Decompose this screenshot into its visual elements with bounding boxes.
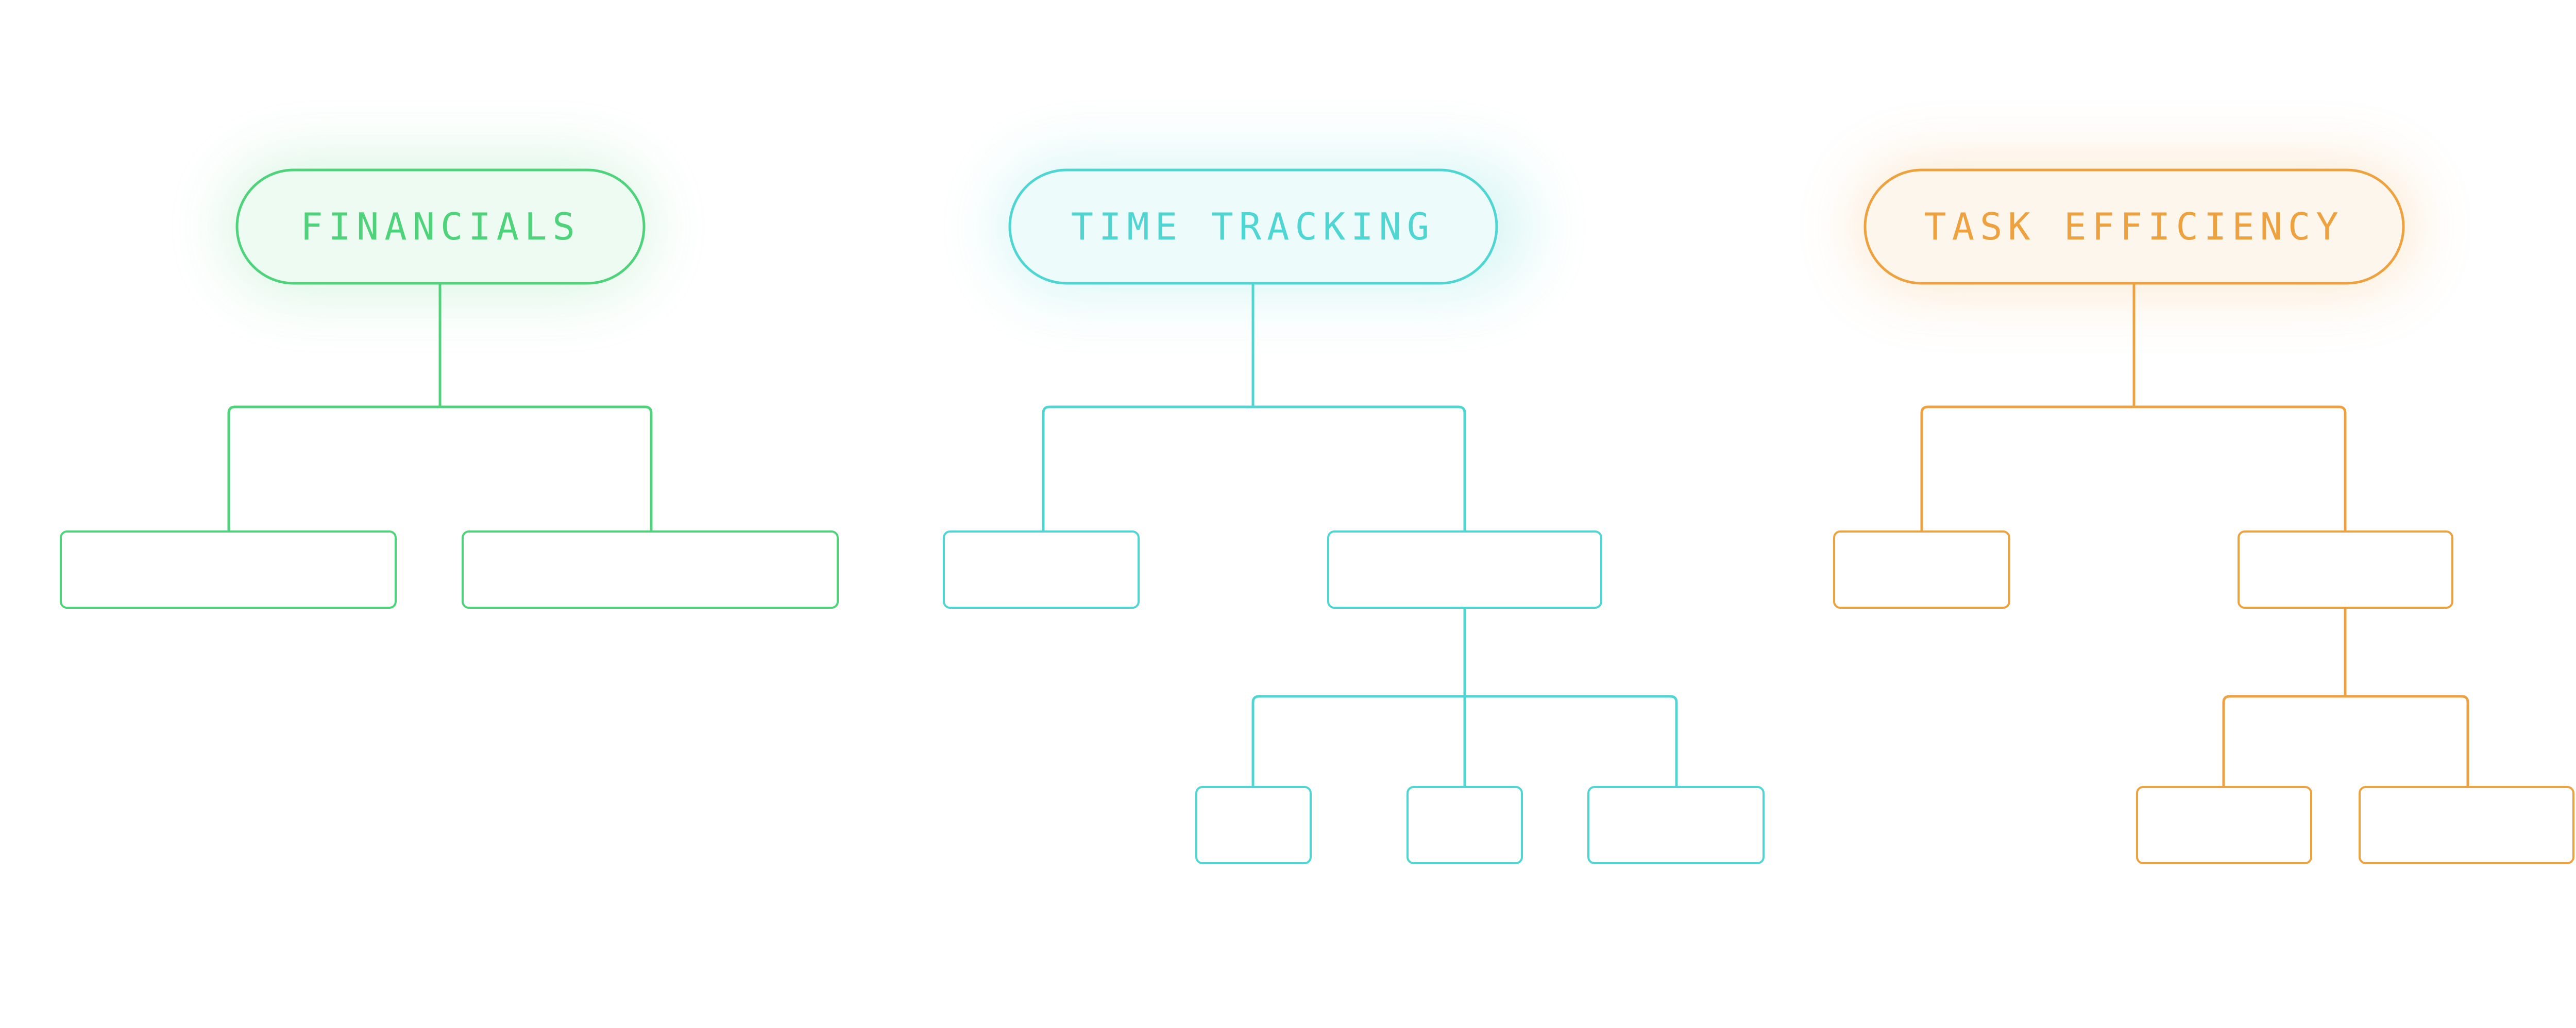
task-efficiency-child-box-2[interactable]: [2238, 530, 2453, 609]
tree-financials: FINANCIALS: [60, 160, 839, 609]
task-efficiency-grandchild-box-2[interactable]: [2359, 786, 2574, 864]
task-efficiency-child-box-1[interactable]: [1833, 530, 2010, 609]
task-efficiency-connectors: [1920, 284, 2469, 787]
task-efficiency-grandchild-box-1[interactable]: [2136, 786, 2312, 864]
financials-child-box-2[interactable]: [462, 530, 839, 609]
financials-pill[interactable]: [235, 168, 646, 285]
time-tracking-branch-line: [1042, 405, 1466, 532]
financials-title: FINANCIALS: [300, 205, 580, 248]
task-efficiency-sub-branch-line: [2222, 695, 2469, 787]
time-tracking-title: TIME TRACKING: [1071, 205, 1435, 248]
task-efficiency-title: TASK EFFICIENCY: [1924, 205, 2344, 248]
time-tracking-grandchild-box-2[interactable]: [1406, 786, 1523, 864]
financials-child-box-1[interactable]: [60, 530, 397, 609]
time-tracking-grandchild-box-3[interactable]: [1587, 786, 1765, 864]
time-tracking-child-box-1[interactable]: [943, 530, 1140, 609]
financials-branch-line: [227, 405, 653, 532]
time-tracking-pill[interactable]: [1008, 168, 1498, 285]
tree-time-tracking: TIME TRACKING: [943, 160, 1765, 864]
time-tracking-sub-branch-line: [1251, 695, 1678, 787]
time-tracking-grandchild-box-1[interactable]: [1195, 786, 1312, 864]
tree-task-efficiency: TASK EFFICIENCY: [1833, 160, 2574, 864]
financials-connectors: [227, 284, 653, 532]
task-efficiency-pill[interactable]: [1863, 168, 2405, 285]
time-tracking-connectors: [1042, 284, 1678, 787]
time-tracking-child-box-2[interactable]: [1327, 530, 1602, 609]
task-efficiency-branch-line: [1920, 405, 2347, 532]
